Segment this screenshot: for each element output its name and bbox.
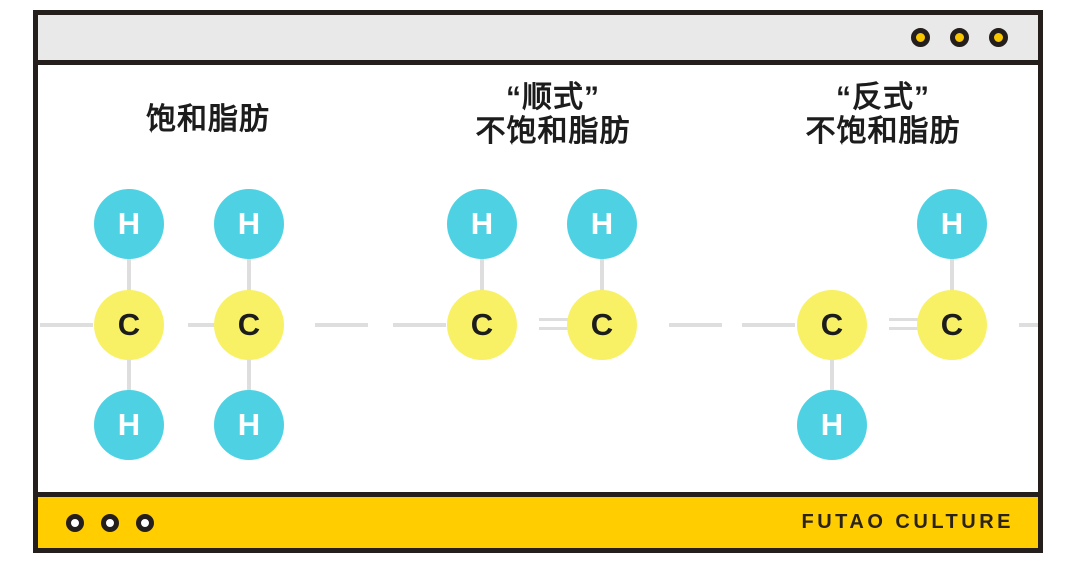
footer-bar: FUTAO CULTURE: [38, 492, 1038, 548]
bond-stub-right-cis: [669, 323, 722, 327]
panel-title-trans: “反式” 不饱和脂肪: [805, 81, 961, 148]
atom-hydrogen: H: [94, 390, 164, 460]
bond-stub-left-saturated: [40, 323, 93, 327]
bond-stub-left-cis: [393, 323, 446, 327]
bond-stub-right-trans: [1019, 323, 1038, 327]
footer-dot-icon[interactable]: [136, 513, 154, 532]
footer-dots: [66, 513, 154, 532]
window-controls: [911, 28, 1008, 47]
atom-hydrogen: H: [567, 189, 637, 259]
atom-hydrogen: H: [797, 390, 867, 460]
footer-dot-icon[interactable]: [101, 513, 119, 532]
diagram-canvas: 饱和脂肪 “顺式” 不饱和脂肪 “反式” 不饱和脂肪 H H C C H H H…: [38, 65, 1038, 492]
atom-carbon: C: [917, 290, 987, 360]
atom-hydrogen: H: [917, 189, 987, 259]
panel-title-saturated: 饱和脂肪: [146, 103, 270, 136]
atom-carbon: C: [447, 290, 517, 360]
window-control-dot-icon[interactable]: [950, 28, 969, 47]
atom-hydrogen: H: [214, 189, 284, 259]
window-title-bar: [38, 15, 1038, 65]
atom-hydrogen: H: [214, 390, 284, 460]
atom-carbon: C: [94, 290, 164, 360]
atom-hydrogen: H: [94, 189, 164, 259]
footer-dot-icon[interactable]: [66, 513, 84, 532]
brand-label: FUTAO CULTURE: [801, 511, 1014, 533]
bond-stub-right-saturated: [315, 323, 368, 327]
window-control-dot-icon[interactable]: [989, 28, 1008, 47]
window-control-dot-icon[interactable]: [911, 28, 930, 47]
window-frame: 饱和脂肪 “顺式” 不饱和脂肪 “反式” 不饱和脂肪 H H C C H H H…: [33, 10, 1043, 553]
atom-carbon: C: [567, 290, 637, 360]
atom-carbon: C: [214, 290, 284, 360]
panel-title-cis: “顺式” 不饱和脂肪: [475, 81, 631, 148]
atom-carbon: C: [797, 290, 867, 360]
atom-hydrogen: H: [447, 189, 517, 259]
bond-stub-left-trans: [742, 323, 795, 327]
